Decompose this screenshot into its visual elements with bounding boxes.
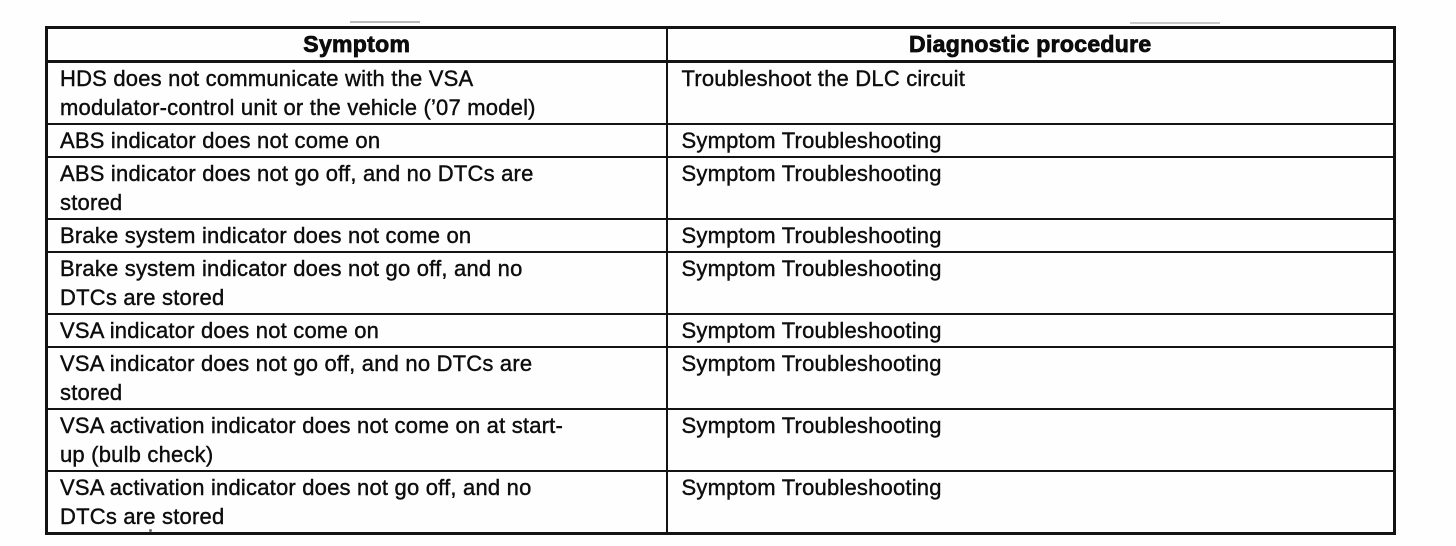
symptom-cell: HDS does not communicate with the VSA mo… <box>45 60 668 125</box>
table-row: VSA indicator does not come on Symptom T… <box>45 313 1396 348</box>
procedure-cell: Symptom Troubleshooting <box>665 470 1396 535</box>
procedure-cell: Symptom Troubleshooting <box>665 218 1396 253</box>
symptom-cell: VSA activation indicator does not go off… <box>45 470 668 535</box>
symptom-cell: VSA indicator does not go off, and no DT… <box>45 346 668 410</box>
table-row: Brake system indicator does not come on … <box>45 218 1396 253</box>
diagnostic-table: Symptom Diagnostic procedure HDS does no… <box>45 26 1396 535</box>
scan-artifact-dash <box>1130 22 1220 24</box>
header-row: Symptom Diagnostic procedure <box>45 26 1396 63</box>
table-row: VSA activation indicator does not go off… <box>45 470 1396 535</box>
procedure-cell: Symptom Troubleshooting <box>665 408 1396 472</box>
symptom-cell: Brake system indicator does not come on <box>45 218 668 253</box>
procedure-cell: Troubleshoot the DLC circuit <box>665 60 1396 125</box>
table-row: ABS indicator does not come on Symptom T… <box>45 123 1396 158</box>
symptom-cell: ABS indicator does not go off, and no DT… <box>45 156 668 220</box>
symptom-cell: VSA indicator does not come on <box>45 313 668 348</box>
scan-artifact-dash <box>350 21 420 23</box>
table-row: HDS does not communicate with the VSA mo… <box>45 60 1396 125</box>
table-row: ABS indicator does not go off, and no DT… <box>45 156 1396 220</box>
table-row: VSA indicator does not go off, and no DT… <box>45 346 1396 410</box>
column-header-procedure: Diagnostic procedure <box>665 26 1396 63</box>
procedure-cell: Symptom Troubleshooting <box>665 156 1396 220</box>
procedure-cell: Symptom Troubleshooting <box>665 123 1396 158</box>
column-header-symptom: Symptom <box>45 26 668 63</box>
table-row: Brake system indicator does not go off, … <box>45 251 1396 315</box>
symptom-cell: Brake system indicator does not go off, … <box>45 251 668 315</box>
procedure-cell: Symptom Troubleshooting <box>665 313 1396 348</box>
symptom-cell: ABS indicator does not come on <box>45 123 668 158</box>
symptom-cell: VSA activation indicator does not come o… <box>45 408 668 472</box>
scan-artifact-dot <box>149 529 152 532</box>
table-row: VSA activation indicator does not come o… <box>45 408 1396 472</box>
procedure-cell: Symptom Troubleshooting <box>665 346 1396 410</box>
procedure-cell: Symptom Troubleshooting <box>665 251 1396 315</box>
